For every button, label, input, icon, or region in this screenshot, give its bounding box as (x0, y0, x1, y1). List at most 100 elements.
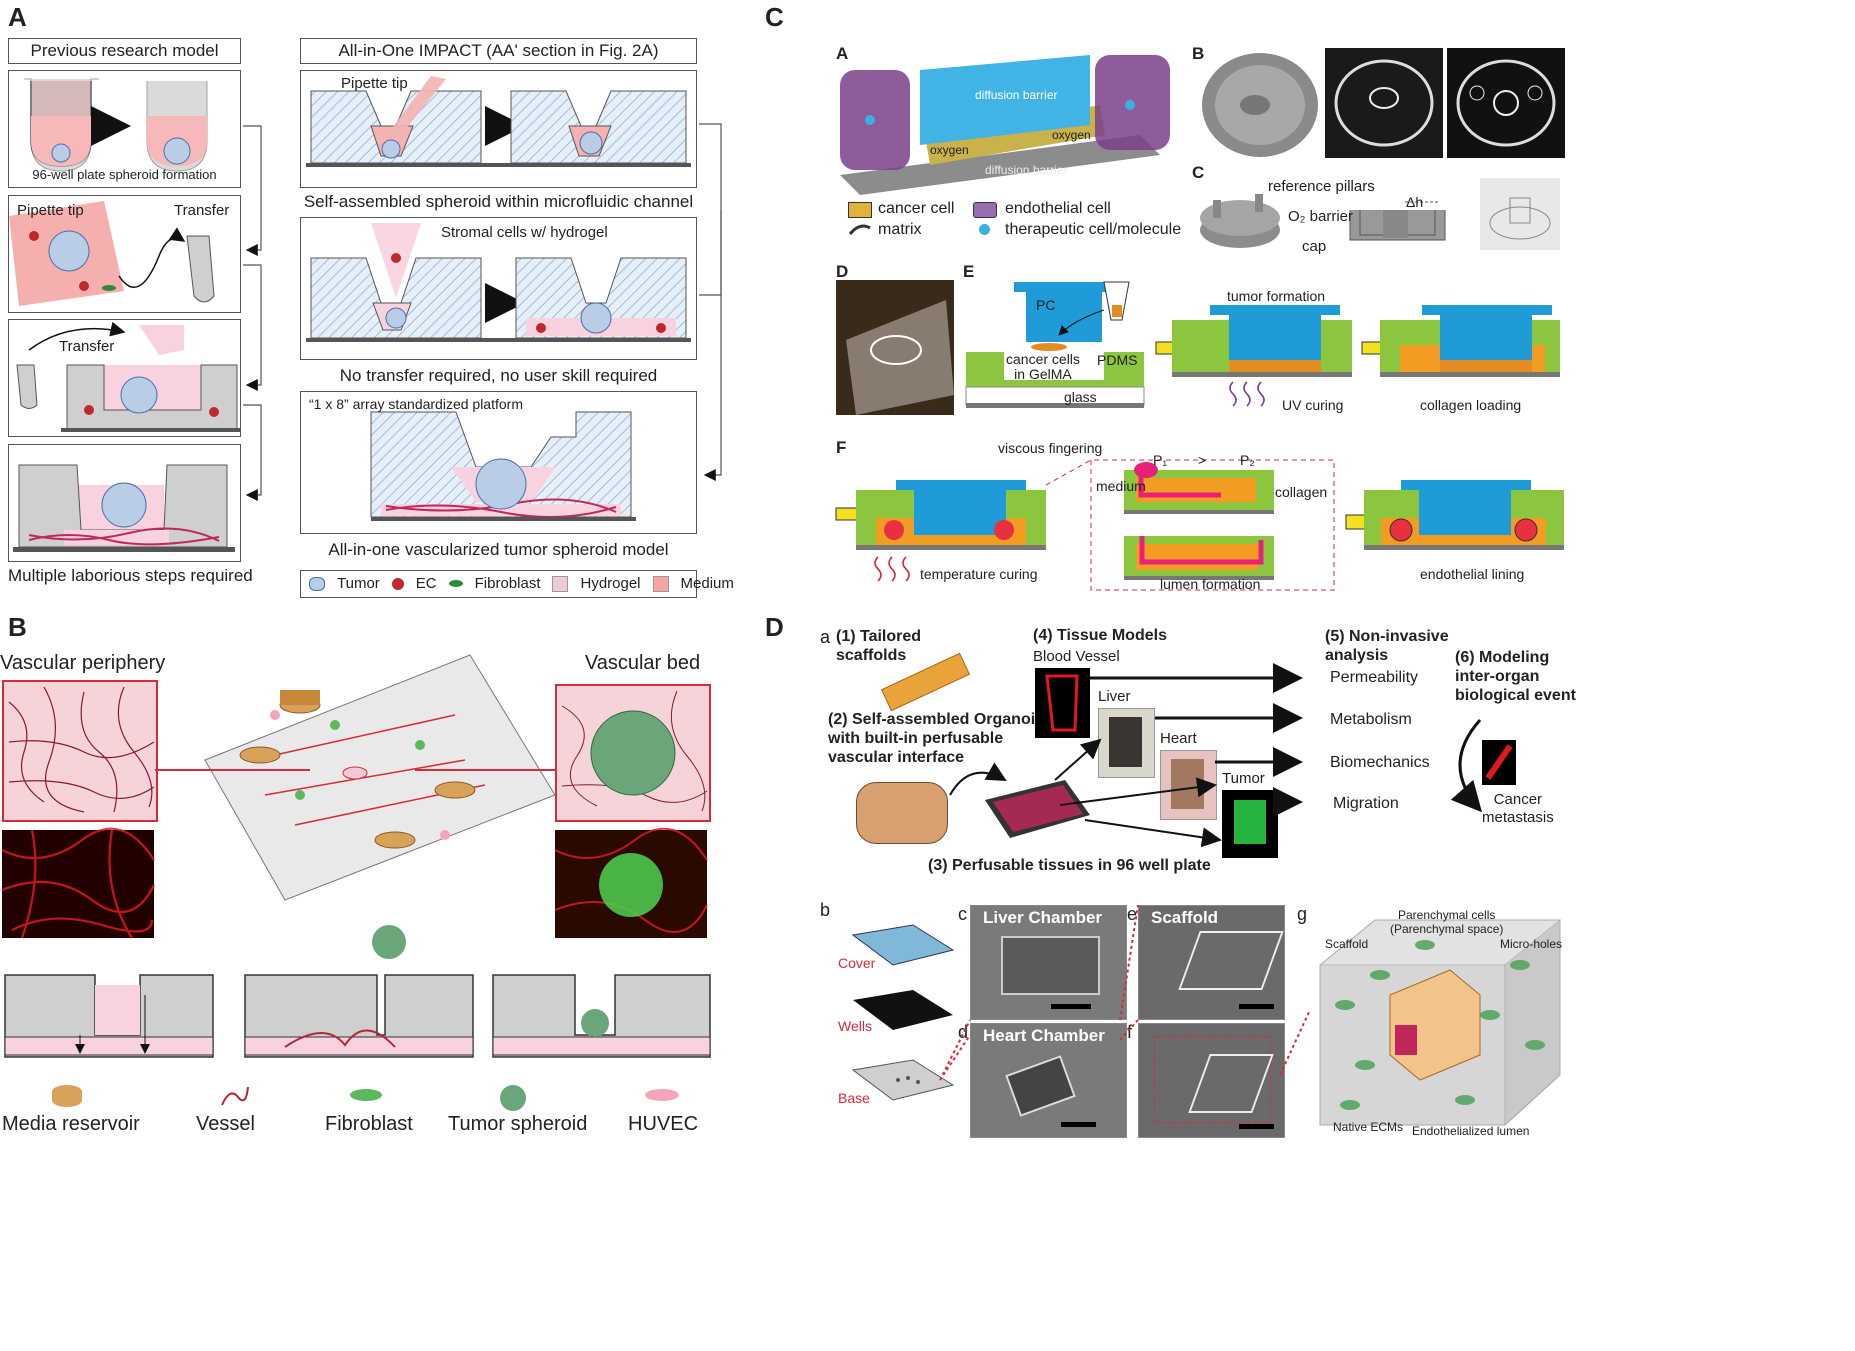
legend-tumor-label: Tumor (337, 575, 380, 592)
clear-cap-photo (1480, 178, 1560, 250)
p1-label: P₁ (1153, 452, 1168, 468)
c-sub-f: F (836, 438, 847, 457)
aio-pipette-diagram (306, 76, 691, 167)
legend-hydrogel-icon (552, 575, 569, 592)
prev-flow-arrows (243, 125, 262, 501)
glass-label: glass (1064, 389, 1097, 405)
scaffold-g-label: Scaffold (1325, 937, 1369, 951)
pipette-transfer-diagram (9, 201, 215, 306)
aio-step-3: “1 x 8” array standardized platform (300, 391, 697, 534)
self-assembled-caption: Self-assembled spheroid within microflui… (303, 192, 694, 211)
curve-arrow-1 (949, 762, 1007, 796)
tumor-image (1222, 790, 1278, 858)
temperature-curing-label: temperature curing (920, 566, 1038, 582)
legend-vessel: Vessel (196, 1113, 255, 1135)
base-label: Base (838, 1090, 870, 1106)
vessel-icon (221, 1086, 249, 1106)
micro-holes-label: Micro-holes (1500, 937, 1563, 951)
vascular-periphery-illustration (2, 680, 158, 822)
aio-step-1: Pipette tip (300, 70, 697, 188)
d-sub-e: e (1127, 904, 1138, 924)
tailored-scaffolds-label: (1) Tailored scaffolds (836, 628, 922, 664)
well-plate-diagram (24, 78, 208, 172)
spheroid-drop-icon (372, 925, 406, 959)
aio-step-2: Stromal cells w/ hydrogel (300, 217, 697, 360)
fibroblast-icon (350, 1089, 382, 1101)
cycle-arrow (1450, 719, 1482, 813)
legend-fibroblast: Fibroblast (325, 1113, 413, 1135)
step-vascular (8, 444, 241, 562)
d-sub-a: a (820, 627, 831, 647)
panel-label-d: D (765, 612, 784, 642)
migration-label: Migration (1333, 795, 1399, 812)
tissue-models-label: (4) Tissue Models (1033, 627, 1167, 644)
analysis-arrows (1054, 663, 1303, 848)
d-sub-d: d (958, 1022, 969, 1042)
self-assembled-organoids-label: (2) Self-assembled Organoids with built-… (828, 711, 1054, 766)
caption-96well: 96-well plate spheroid formation (32, 167, 217, 182)
endothelialized-lumen-label: Endothelialized lumen (1412, 1124, 1530, 1138)
prev-model-title-box: Previous research model (8, 38, 241, 64)
liver-image (1098, 708, 1155, 778)
d-sub-b: b (820, 900, 831, 920)
tumor-formation-label: tumor formation (1227, 288, 1326, 304)
cancer-cell-label: cancer cell (878, 200, 955, 217)
native-ecms-label: Native ECMs (1333, 1120, 1404, 1134)
scaffold-sem: Scaffold (1138, 905, 1285, 1020)
aio-title: All-in-One IMPACT (AA' section in Fig. 2… (338, 41, 659, 60)
c-sub-e: E (963, 262, 975, 281)
clear-dish-photo-1 (1325, 48, 1443, 158)
cover-label: Cover (838, 955, 876, 971)
metabolism-label: Metabolism (1330, 711, 1412, 728)
chip-3d-illustration (155, 654, 556, 901)
d-sub-g: g (1297, 904, 1308, 924)
d-sub-f: f (1127, 1022, 1133, 1042)
aio-array-diagram (370, 411, 636, 521)
blood-vessel-image (1035, 668, 1090, 738)
transfer-label-2: Transfer (59, 338, 115, 355)
legend-hydrogel-label: Hydrogel (580, 575, 641, 592)
vascular-periphery-title: Vascular periphery (0, 652, 166, 674)
gray-dish-render (1202, 53, 1318, 157)
perfusable-tissues-label: (3) Perfusable tissues in 96 well plate (928, 857, 1211, 874)
heart-label: Heart (1160, 730, 1197, 747)
p2-label: P₂ (1240, 452, 1255, 468)
c-sub-b: B (1192, 44, 1205, 63)
pipette-tip-label-2: Pipette tip (341, 75, 408, 92)
viscous-fingering-label: viscous fingering (998, 440, 1103, 456)
c-sub-a: A (836, 44, 849, 63)
medium-label: medium (1096, 478, 1146, 494)
media-reservoir-icon (52, 1085, 82, 1107)
gt-label: > (1198, 452, 1207, 468)
vascular-well-diagram (13, 464, 235, 552)
metastasis-image (1482, 740, 1516, 785)
cancer-cell-icon (848, 202, 872, 218)
therapeutic-icon (979, 224, 990, 235)
diffusion-barrier-illustration (840, 55, 1170, 195)
array-label: “1 x 8” array standardized platform (309, 396, 523, 412)
c-sub-c: C (1192, 163, 1205, 182)
transfer-label-1: Transfer (174, 202, 230, 219)
o2-barrier-label: O₂ barrier (1288, 208, 1354, 225)
prev-model-title: Previous research model (30, 41, 219, 60)
oxygen-label-2: oxygen (1052, 128, 1091, 142)
pipette-tip-label-1: Pipette tip (17, 202, 84, 219)
heart-chamber-label: Heart Chamber (983, 1026, 1105, 1045)
diffusion-barrier-bottom: diffusion barrier (985, 163, 1068, 177)
device-photo-d (836, 280, 954, 415)
therapeutic-label: therapeutic cell/molecule (1005, 221, 1182, 238)
blood-vessel-label: Blood Vessel (1033, 648, 1120, 665)
matrix-label: matrix (878, 221, 922, 238)
liver-label: Liver (1098, 688, 1131, 705)
legend-ec-icon (391, 577, 404, 590)
permeability-label: Permeability (1330, 669, 1419, 686)
liver-chamber-sem: Liver Chamber (970, 905, 1127, 1020)
multiple-steps-caption: Multiple laborious steps required (8, 566, 253, 585)
clear-dish-photo-2 (1447, 48, 1565, 158)
lumen-formation-label: lumen formation (1160, 576, 1261, 592)
fabrication-steps-f (835, 459, 1564, 591)
scaffold-sem-label: Scaffold (1151, 908, 1219, 927)
no-transfer-caption: No transfer required, no user skill requ… (339, 366, 658, 385)
cancer-cells-gelma-label: cancer cells in GelMA (1006, 351, 1080, 382)
oxygen-label-1: oxygen (930, 143, 969, 157)
